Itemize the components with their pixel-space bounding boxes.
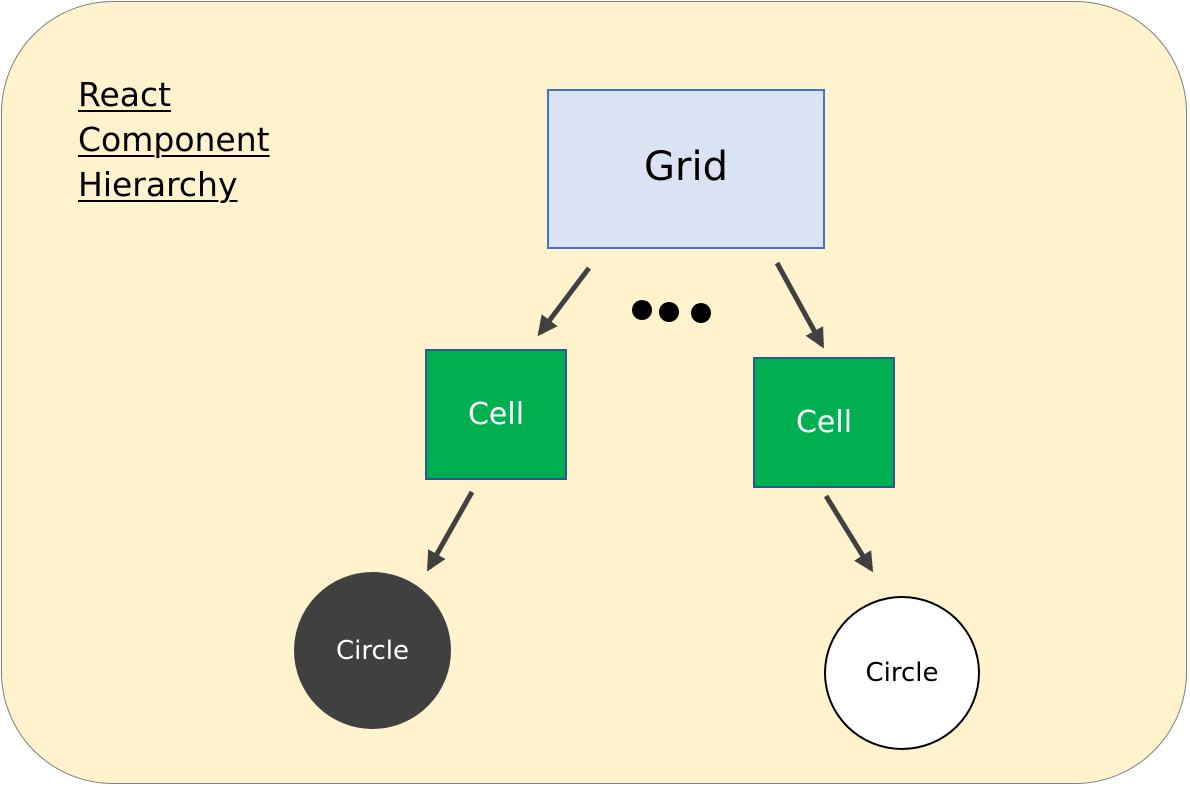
circle-node-right: Circle [824, 596, 980, 750]
diagram-title-line-1: React [78, 75, 172, 114]
diagram-title-line-3: Hierarchy [78, 165, 238, 204]
circle-node-left-label: Circle [335, 635, 409, 666]
grid-node: Grid [547, 89, 825, 249]
cell-node-left: Cell [425, 349, 567, 480]
grid-node-label: Grid [644, 144, 728, 190]
circle-node-left: Circle [294, 572, 451, 729]
diagram-title-line-2: Component [78, 120, 270, 159]
circle-node-right-label: Circle [865, 658, 939, 688]
ellipsis-dot-3 [691, 303, 711, 323]
cell-node-left-label: Cell [467, 397, 525, 432]
ellipsis-dot-2 [659, 302, 679, 322]
cell-node-right: Cell [753, 357, 895, 488]
ellipsis-dot-1 [632, 300, 652, 320]
cell-node-right-label: Cell [795, 405, 853, 440]
